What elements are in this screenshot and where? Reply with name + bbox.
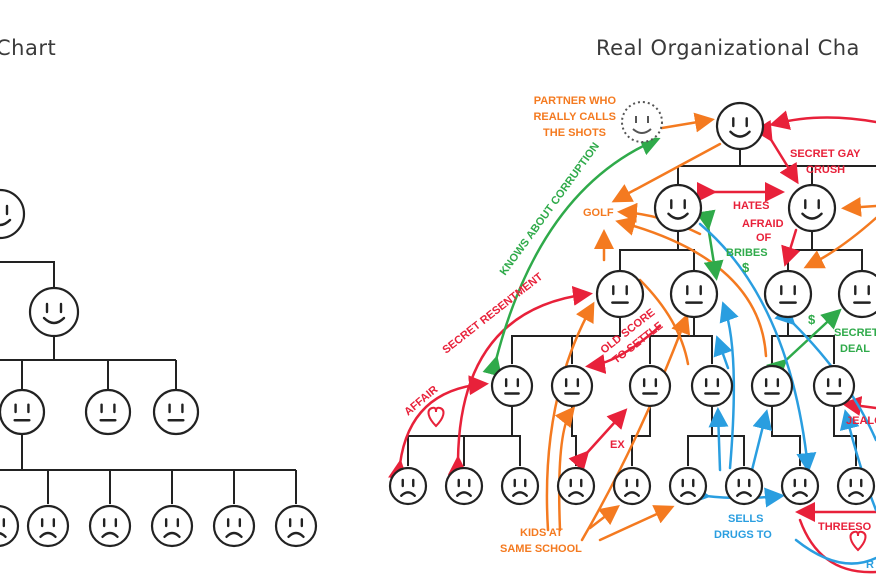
happy-face-icon <box>787 183 837 233</box>
happy-face-icon <box>28 286 80 338</box>
happy-face-icon <box>715 101 765 151</box>
sad-face-icon <box>26 504 70 548</box>
neutral-face-icon <box>0 388 46 436</box>
left-connectors <box>0 261 297 504</box>
dollar-label: $ <box>808 312 816 327</box>
sad-face-icon <box>274 504 318 548</box>
sad-face-icon <box>612 466 652 506</box>
right-chart-title: Real Organizational Cha <box>596 36 860 60</box>
sad-face-icon <box>724 466 764 506</box>
secret-gay-crush-label: CRUSH <box>806 164 845 176</box>
neutral-face-icon <box>763 269 813 319</box>
sad-face-icon <box>556 466 596 506</box>
neutral-face-icon <box>837 269 876 319</box>
sad-face-icon <box>780 466 820 506</box>
threesome-label: THREESO <box>818 521 872 533</box>
secret-gay-crush-label: SECRET GAY <box>790 148 861 160</box>
sad-face-icon <box>836 466 876 506</box>
sells-drugs-label: DRUGS TO <box>714 529 772 541</box>
neutral-face-icon <box>628 364 672 408</box>
sad-face-icon <box>444 466 484 506</box>
partner-face-icon <box>621 101 663 143</box>
partner-label: THE SHOTS <box>543 127 606 139</box>
neutral-face-icon <box>690 364 734 408</box>
sad-face-icon <box>668 466 708 506</box>
neutral-face-icon <box>812 364 856 408</box>
kids-school-label: SAME SCHOOL <box>500 543 582 555</box>
secret-deal-label: DEAL <box>840 343 870 355</box>
afraid-of-label: OF <box>756 232 772 244</box>
heart-icon <box>427 406 445 428</box>
kids-school-label: KIDS AT <box>520 527 563 539</box>
happy-face-icon <box>653 183 703 233</box>
neutral-face-icon <box>595 269 645 319</box>
faces-layer <box>0 101 876 548</box>
neutral-face-icon <box>84 388 132 436</box>
ex-label: EX <box>610 439 625 451</box>
dollar-label: $ <box>742 260 750 275</box>
neutral-face-icon <box>550 364 594 408</box>
sad-face-icon <box>212 504 256 548</box>
happy-face-icon <box>0 188 26 240</box>
partner-label: REALLY CALLS <box>533 111 616 123</box>
secret-deal-label: SECRET <box>834 327 876 339</box>
sells-drugs-label: SELLS <box>728 513 763 525</box>
bribes-label: BRIBES <box>726 247 768 259</box>
partner-label: PARTNER WHO <box>534 95 617 107</box>
neutral-face-icon <box>669 269 719 319</box>
jealous-label: JEALO <box>846 415 876 427</box>
sad-face-icon <box>500 466 540 506</box>
neutral-face-icon <box>490 364 534 408</box>
sad-face-icon <box>388 466 428 506</box>
afraid-of-label: AFRAID <box>742 218 784 230</box>
r-label: R <box>866 559 874 571</box>
hates-label: HATES <box>733 200 769 212</box>
left-chart-title: Chart <box>0 36 57 60</box>
sad-face-icon <box>0 505 20 547</box>
heart-icon <box>849 530 867 552</box>
golf-label: GOLF <box>583 207 614 219</box>
sad-face-icon <box>150 504 194 548</box>
neutral-face-icon <box>152 388 200 436</box>
neutral-face-icon <box>750 364 794 408</box>
sad-face-icon <box>88 504 132 548</box>
